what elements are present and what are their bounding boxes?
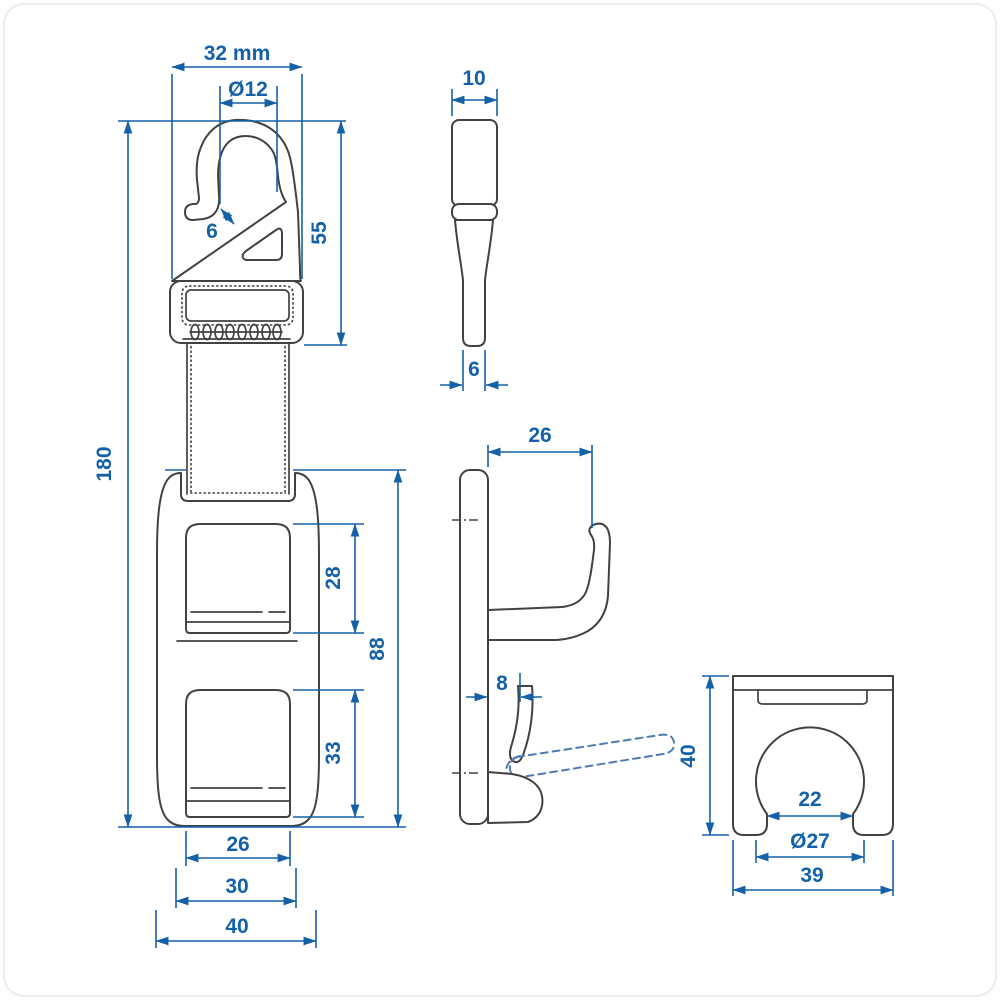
dim-label-body-height: 88 — [366, 637, 389, 661]
dim-label-window-width: 26 — [226, 833, 249, 856]
dim-label-bore: Ø27 — [790, 830, 830, 853]
buckle-slot-inner — [185, 289, 290, 322]
front-dimensions: 32 mm Ø12 180 55 6 28 88 33 — [93, 42, 406, 948]
clamp-side-view: 26 8 — [452, 424, 676, 825]
dim-label-hook-height: 55 — [308, 221, 331, 245]
hook-side-band — [451, 203, 498, 221]
dim-label-hook-depth: 26 — [528, 424, 551, 447]
dim-label-tip-width: 6 — [468, 358, 480, 381]
bracket-front-view: 40 22 Ø27 39 — [677, 675, 894, 896]
image-frame — [3, 3, 997, 997]
tooth-slot — [249, 323, 259, 341]
dim-label-base-width: 30 — [225, 875, 248, 898]
dim-label-lower-window: 33 — [322, 741, 345, 764]
clamp-lower-window — [185, 689, 291, 818]
dim-label-max-width: 40 — [225, 915, 248, 938]
tooth-slot — [190, 323, 200, 341]
clamp-side-foot — [487, 771, 544, 824]
dim-label-bracket-height: 40 — [677, 744, 700, 767]
tooth-slot — [214, 323, 224, 341]
dim-label-total-width: 32 mm — [204, 42, 271, 65]
dim-label-hook-gap: 6 — [206, 220, 218, 243]
clamp-side-dimensions: 26 8 — [466, 424, 593, 702]
tooth-slot — [225, 323, 235, 341]
bracket-notch — [757, 689, 868, 705]
front-strap — [186, 343, 290, 495]
tooth-slot — [237, 323, 247, 341]
clamp-body-outline — [156, 472, 320, 827]
buckle-teeth — [190, 323, 282, 341]
bracket-outline — [732, 675, 894, 836]
hook-side-view: 10 6 — [440, 67, 508, 391]
dim-label-upper-window: 28 — [322, 566, 345, 590]
front-view: 32 mm Ø12 180 55 6 28 88 33 — [93, 42, 406, 948]
hidden-swung-arm — [508, 733, 676, 779]
front-buckle — [169, 280, 304, 344]
tooth-slot — [202, 323, 212, 341]
hook-side-dimensions: 10 6 — [440, 67, 508, 391]
strap-fill — [188, 344, 288, 493]
dim-label-hook-bore: Ø12 — [228, 78, 268, 101]
dim-label-slot-width: 22 — [798, 788, 821, 811]
dim-label-total-height: 180 — [93, 446, 116, 481]
front-clamp-body — [156, 472, 320, 827]
clamp-side-hook-arm — [487, 522, 611, 641]
dim-label-catch-gap: 8 — [496, 672, 508, 695]
dim-label-top-width: 10 — [462, 67, 485, 90]
hook-side-shank — [454, 219, 494, 347]
tooth-slot — [261, 323, 271, 341]
front-hook-outline — [171, 118, 302, 282]
tooth-slot — [272, 323, 282, 341]
clamp-side-catch-finger — [508, 685, 534, 764]
bracket-dimensions: 40 22 Ø27 39 — [677, 675, 894, 896]
dim-label-bracket-width: 39 — [800, 864, 823, 887]
clamp-side-plate — [459, 469, 489, 825]
clamp-upper-window — [185, 523, 291, 634]
hook-side-top — [451, 119, 498, 207]
dim-line-hook-gap — [220, 208, 235, 225]
